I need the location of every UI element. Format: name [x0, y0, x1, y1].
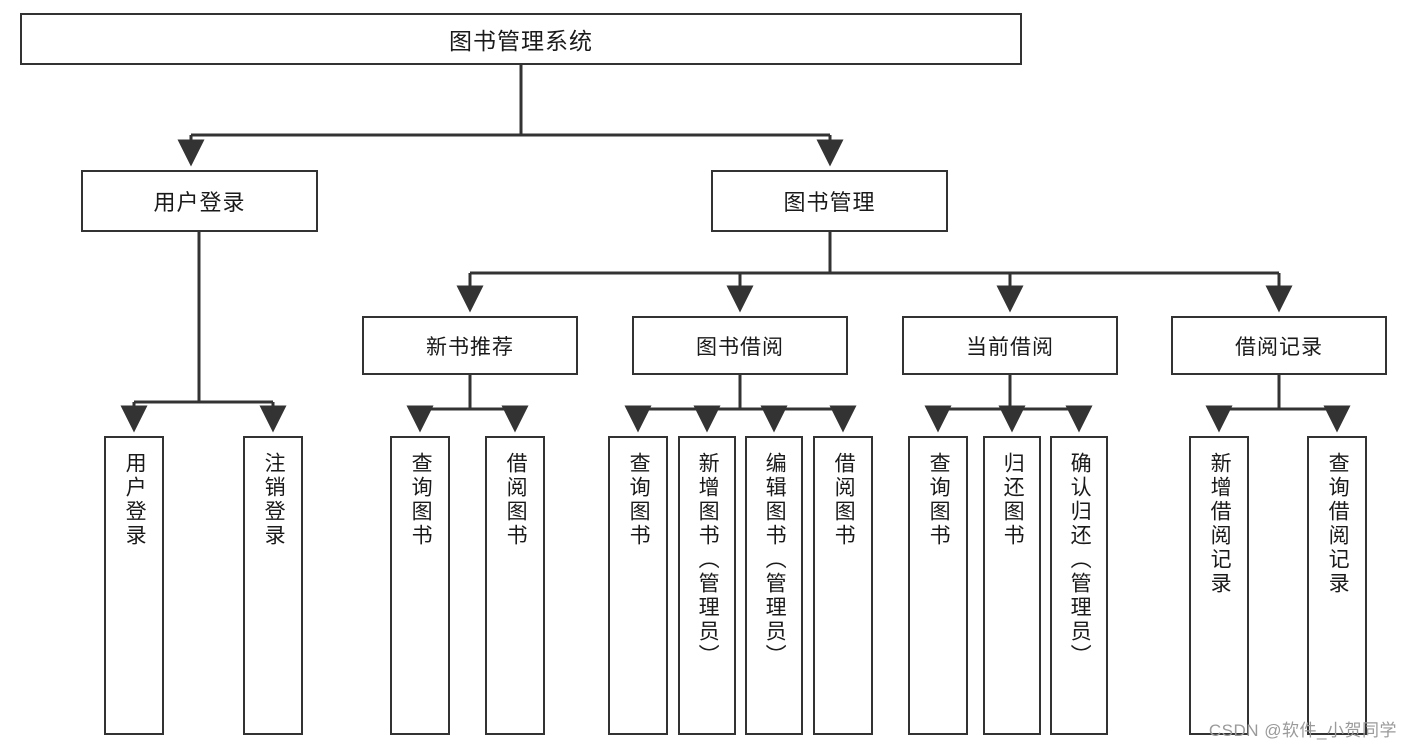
node-leaf-borrow-book-1[interactable]: 借阅图书	[485, 436, 545, 735]
node-leaf-borrow-book-2[interactable]: 借阅图书	[813, 436, 873, 735]
node-leaf-query-book-1-label: 查询图书	[409, 452, 433, 548]
node-leaf-add-book[interactable]: 新增图书（管理员）	[678, 436, 736, 735]
node-root[interactable]: 图书管理系统	[20, 13, 1022, 65]
node-current-borrow-label: 当前借阅	[966, 335, 1054, 359]
node-leaf-query-record[interactable]: 查询借阅记录	[1307, 436, 1367, 735]
node-leaf-user-login[interactable]: 用户登录	[104, 436, 164, 735]
node-user-login[interactable]: 用户登录	[81, 170, 318, 232]
node-leaf-query-book-3-label: 查询图书	[927, 452, 951, 548]
node-book-manage[interactable]: 图书管理	[711, 170, 948, 232]
node-new-book-rec-label: 新书推荐	[426, 335, 514, 359]
node-leaf-query-book-1[interactable]: 查询图书	[390, 436, 450, 735]
node-leaf-user-logout[interactable]: 注销登录	[243, 436, 303, 735]
node-leaf-query-record-label: 查询借阅记录	[1326, 452, 1350, 596]
watermark: CSDN @软件_小贺同学	[1208, 721, 1397, 740]
node-book-borrow-label: 图书借阅	[696, 335, 784, 359]
node-current-borrow[interactable]: 当前借阅	[902, 316, 1118, 375]
node-leaf-query-book-2-label: 查询图书	[627, 452, 651, 548]
node-leaf-confirm-return[interactable]: 确认归还（管理员）	[1050, 436, 1108, 735]
node-book-borrow[interactable]: 图书借阅	[632, 316, 848, 375]
node-leaf-user-login-label: 用户登录	[123, 452, 147, 548]
node-root-label: 图书管理系统	[449, 28, 593, 54]
node-leaf-confirm-return-label: 确认归还（管理员）	[1068, 452, 1092, 668]
node-leaf-return-book-label: 归还图书	[1001, 452, 1025, 548]
node-leaf-add-record-label: 新增借阅记录	[1208, 452, 1232, 596]
node-leaf-edit-book[interactable]: 编辑图书（管理员）	[745, 436, 803, 735]
node-leaf-query-book-2[interactable]: 查询图书	[608, 436, 668, 735]
node-new-book-rec[interactable]: 新书推荐	[362, 316, 578, 375]
node-leaf-user-logout-label: 注销登录	[262, 452, 286, 548]
node-user-login-label: 用户登录	[153, 190, 246, 215]
node-leaf-add-book-label: 新增图书（管理员）	[696, 452, 720, 668]
node-borrow-record-label: 借阅记录	[1235, 335, 1323, 359]
node-book-manage-label: 图书管理	[783, 190, 876, 215]
node-leaf-return-book[interactable]: 归还图书	[983, 436, 1041, 735]
node-leaf-borrow-book-1-label: 借阅图书	[504, 452, 528, 548]
node-leaf-query-book-3[interactable]: 查询图书	[908, 436, 968, 735]
node-leaf-borrow-book-2-label: 借阅图书	[832, 452, 856, 548]
node-leaf-add-record[interactable]: 新增借阅记录	[1189, 436, 1249, 735]
node-leaf-edit-book-label: 编辑图书（管理员）	[763, 452, 787, 668]
node-borrow-record[interactable]: 借阅记录	[1171, 316, 1387, 375]
